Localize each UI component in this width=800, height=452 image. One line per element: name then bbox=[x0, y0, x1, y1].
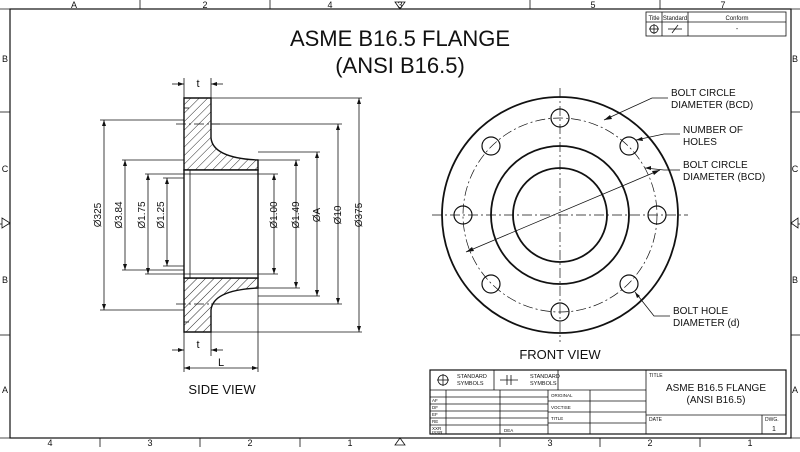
bolt-hole bbox=[453, 205, 473, 225]
zone-left-2: C bbox=[2, 164, 9, 174]
zone-right-1: B bbox=[792, 54, 798, 64]
zone-top-4: 4 bbox=[327, 0, 332, 10]
dim-L: L bbox=[218, 357, 224, 369]
page-title: ASME B16.5 FLANGE bbox=[290, 26, 510, 51]
zone-top-6: 7 bbox=[720, 0, 725, 10]
dim-d175: Ø1.75 bbox=[137, 201, 148, 229]
bolt-hole bbox=[619, 274, 639, 294]
title-block: STANDARD SYMBOLS STANDARD SYMBOLS AF DF … bbox=[429, 369, 787, 435]
row-label-ef: EF bbox=[432, 412, 438, 417]
side-view: t t L bbox=[93, 78, 365, 397]
original-label: ORIGINAL bbox=[551, 393, 573, 398]
bolt-holes bbox=[453, 108, 667, 322]
callout-bcd-2-line2: DIAMETER (BCD) bbox=[683, 172, 765, 183]
side-right-dimensions bbox=[211, 97, 362, 333]
zone-top-2: 2 bbox=[202, 0, 207, 10]
callout-holes-line2: HOLES bbox=[683, 137, 717, 148]
dim-d325: Ø325 bbox=[93, 202, 104, 227]
dwg-number: 1 bbox=[772, 426, 776, 433]
dea-label: DEA bbox=[504, 428, 513, 433]
zone-bottom-1: 4 bbox=[47, 438, 52, 447]
zone-top-1: A bbox=[71, 0, 77, 10]
projection-symbol-icon bbox=[649, 24, 659, 34]
title-block-title-line1: ASME B16.5 FLANGE bbox=[666, 383, 766, 394]
zone-top-3: 3 bbox=[397, 0, 402, 10]
flange-section-bottom bbox=[183, 277, 259, 333]
zone-bottom-7: 1 bbox=[747, 438, 752, 447]
zone-right-3: B bbox=[792, 275, 798, 285]
table-title-header: Title bbox=[648, 16, 660, 22]
row-label-re: RE bbox=[432, 419, 438, 424]
dwg-label: DWG. bbox=[765, 417, 779, 423]
date-label: DATE bbox=[649, 417, 663, 423]
title-small-label: TITLE bbox=[551, 416, 563, 421]
zone-right-2: C bbox=[792, 164, 799, 174]
bolt-hole bbox=[550, 108, 570, 128]
standard-table: Title Standard Conform - bbox=[645, 11, 787, 37]
dim-t-bottom: t bbox=[196, 339, 199, 351]
table-conform-header: Conform bbox=[725, 16, 748, 22]
zone-bottom-3: 2 bbox=[247, 438, 252, 447]
callout-holes-line1: NUMBER OF bbox=[683, 125, 743, 136]
zone-bottom-4: 1 bbox=[347, 438, 352, 447]
bolt-hole bbox=[481, 274, 501, 294]
callout-bcd-2-line1: BOLT CIRCLE bbox=[683, 160, 748, 171]
callout-bolt-hole-line2: DIAMETER (d) bbox=[673, 318, 740, 329]
zone-bottom-6: 2 bbox=[647, 438, 652, 447]
std-symbols-1-line2: SYMBOLS bbox=[457, 381, 484, 387]
bolt-hole bbox=[619, 136, 639, 156]
table-standard-header: Standard bbox=[663, 16, 687, 22]
zone-left-4: A bbox=[2, 385, 8, 395]
std-symbols-2-line1: STANDARD bbox=[530, 374, 560, 380]
table-conform-value: - bbox=[736, 26, 739, 33]
zone-bottom-2: 3 bbox=[147, 438, 152, 447]
front-leaders bbox=[603, 97, 680, 317]
zone-left-3: B bbox=[2, 275, 8, 285]
bolt-hole bbox=[550, 302, 570, 322]
dim-t-top: t bbox=[196, 78, 199, 90]
zone-left-1: B bbox=[2, 54, 8, 64]
flange-bore bbox=[183, 169, 259, 279]
bolt-hole bbox=[481, 136, 501, 156]
dim-d125: Ø1.25 bbox=[156, 201, 167, 229]
zone-top-5: 5 bbox=[590, 0, 595, 10]
side-view-label: SIDE VIEW bbox=[188, 382, 256, 397]
front-view-label: FRONT VIEW bbox=[519, 347, 601, 362]
std-symbols-2-line2: SYMBOLS bbox=[530, 381, 557, 387]
callout-bcd-1-line2: DIAMETER (BCD) bbox=[671, 100, 753, 111]
zone-bottom-5: 3 bbox=[547, 438, 552, 447]
dim-d384: Ø3.84 bbox=[114, 201, 125, 229]
title-label: TITLE bbox=[649, 373, 663, 379]
standard-symbol-icon bbox=[668, 24, 682, 34]
dim-d10: Ø10 bbox=[333, 205, 344, 224]
std-symbols-1-line1: STANDARD bbox=[457, 374, 487, 380]
row-label-af: AF bbox=[432, 398, 438, 403]
row-label-xxr: XXR bbox=[432, 426, 442, 431]
voctise-label: VOCTISE bbox=[551, 405, 571, 410]
projection-symbol-icon bbox=[437, 374, 449, 386]
page-subtitle: (ANSI B16.5) bbox=[335, 53, 465, 78]
zone-right-4: A bbox=[792, 385, 798, 395]
dim-d375: Ø375 bbox=[354, 202, 365, 227]
dim-d100: Ø1.00 bbox=[269, 201, 280, 229]
side-left-dimensions bbox=[100, 119, 184, 311]
bolt-hole bbox=[647, 205, 667, 225]
first-angle-symbol-icon bbox=[500, 375, 518, 385]
title-block-title-line2: (ANSI B16.5) bbox=[687, 395, 746, 406]
front-view: BOLT CIRCLE DIAMETER (BCD) NUMBER OF HOL… bbox=[432, 88, 765, 362]
dim-d149: Ø1.49 bbox=[291, 201, 302, 229]
flange-section-top bbox=[183, 97, 259, 171]
row-label-df: DF bbox=[432, 405, 438, 410]
callout-bcd-1-line1: BOLT CIRCLE bbox=[671, 88, 736, 99]
row-label-issr: ISSR bbox=[432, 430, 443, 435]
callout-bolt-hole-line1: BOLT HOLE bbox=[673, 306, 729, 317]
dim-dA: ØA bbox=[312, 207, 323, 222]
